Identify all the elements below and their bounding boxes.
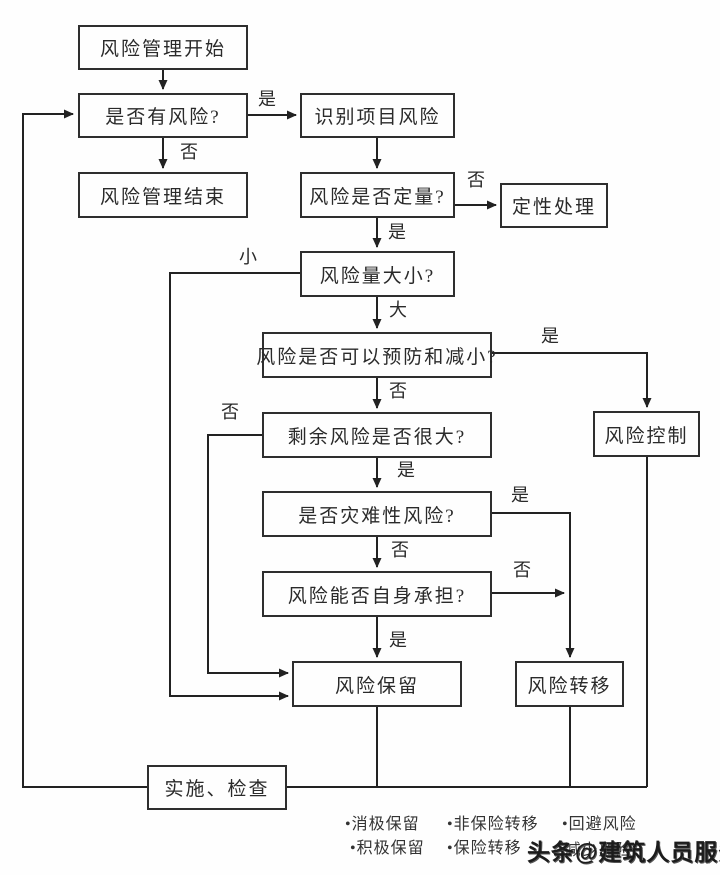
legend-item-insurance-transfer: •保险转移 xyxy=(447,840,522,857)
edge-label-self-bear-yes: 是 xyxy=(389,630,407,650)
edge-label-has-risk-yes: 是 xyxy=(258,89,276,109)
node-catastrophic: 是否灾难性风险? xyxy=(262,491,492,537)
edge-label-magnitude-small: 小 xyxy=(239,247,257,267)
node-qualitative: 定性处理 xyxy=(500,183,608,228)
node-identify-risk: 识别项目风险 xyxy=(300,93,455,138)
edge-label-has-risk-no: 否 xyxy=(180,142,198,162)
legend-item-avoid-risk: •回避风险 xyxy=(562,816,637,833)
legend-item-active-retain: •积极保留 xyxy=(350,840,425,857)
edge-label-prevent-no: 否 xyxy=(389,381,407,401)
watermark-text: 头条@建筑人员服务 xyxy=(527,839,720,865)
edge-label-catastrophic-yes: 是 xyxy=(511,485,529,505)
edge-label-catastrophic-no: 否 xyxy=(391,540,409,560)
edge-label-quantify-no: 否 xyxy=(467,170,485,190)
node-self-bear: 风险能否自身承担? xyxy=(262,571,492,617)
legend-item-reduce-risk: •减少风险 xyxy=(558,842,633,859)
node-magnitude: 风险量大小? xyxy=(300,251,455,297)
node-end: 风险管理结束 xyxy=(78,172,248,218)
node-prevent-reduce: 风险是否可以预防和减小? xyxy=(256,332,496,378)
edge-label-quantify-yes: 是 xyxy=(388,222,406,242)
edge-label-self-bear-no: 否 xyxy=(513,560,531,580)
node-start: 风险管理开始 xyxy=(78,25,248,70)
node-residual-risk: 剩余风险是否很大? xyxy=(262,412,492,458)
edge-label-prevent-yes: 是 xyxy=(541,326,559,346)
node-has-risk: 是否有风险? xyxy=(78,93,248,138)
node-risk-retain: 风险保留 xyxy=(292,661,462,707)
node-quantify: 风险是否定量? xyxy=(300,172,455,218)
node-risk-control: 风险控制 xyxy=(593,411,700,457)
edge-label-residual-yes: 是 xyxy=(397,460,415,480)
node-risk-transfer: 风险转移 xyxy=(515,661,624,707)
edge-label-residual-no: 否 xyxy=(221,402,239,422)
edge-label-magnitude-big: 大 xyxy=(389,300,407,320)
legend-item-non-insurance-transfer: •非保险转移 xyxy=(447,816,539,833)
node-implement-check: 实施、检查 xyxy=(147,765,287,810)
legend-item-passive-retain: •消极保留 xyxy=(345,816,420,833)
